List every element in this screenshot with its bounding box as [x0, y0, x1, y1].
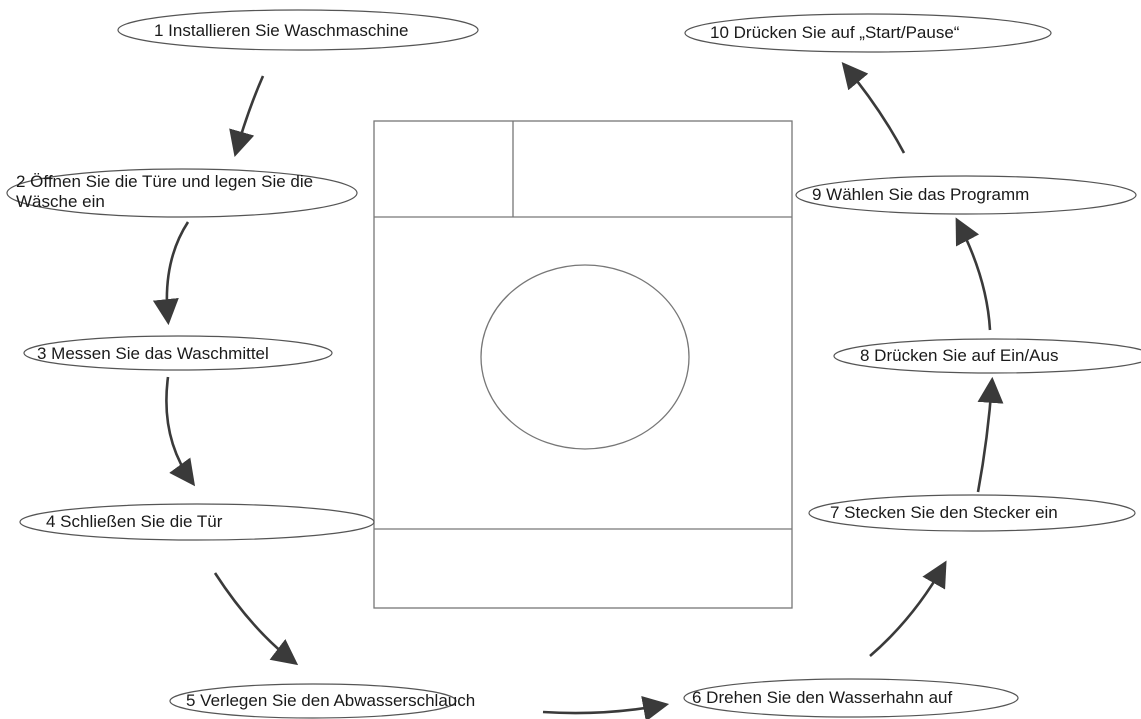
- step-4-bubble: [19, 503, 375, 541]
- machine-door: [480, 264, 690, 450]
- step-6-label: 6 Drehen Sie den Wasserhahn auf: [692, 688, 953, 707]
- arrow-7-to-8: [976, 376, 1004, 493]
- step-5-bubble: [169, 683, 457, 719]
- step-bubbles: [6, 9, 1141, 719]
- step-1-label: 1 Installieren Sie Waschmaschine: [154, 21, 409, 40]
- step-3-bubble: [23, 335, 333, 371]
- arrow-5-to-6: [542, 695, 670, 719]
- arrow-4-to-5: [213, 572, 299, 666]
- step-1-bubble: [117, 9, 479, 51]
- step-3-label: 3 Messen Sie das Waschmittel: [37, 344, 269, 363]
- washing-machine-icon: [373, 120, 793, 609]
- step-6-bubble: [683, 678, 1019, 718]
- step-4-label: 4 Schließen Sie die Tür: [46, 512, 223, 531]
- arrow-8-to-9: [955, 217, 992, 331]
- step-8-bubble: [833, 338, 1141, 374]
- step-2-label: 2 Öffnen Sie die Türe und legen Sie die …: [16, 172, 314, 211]
- arrow-2-to-3: [152, 221, 190, 326]
- step-9-label: 9 Wählen Sie das Programm: [812, 185, 1030, 204]
- arrow-1-to-2: [229, 75, 265, 157]
- step-7-bubble: [808, 494, 1136, 532]
- arrow-9-to-10: [841, 62, 906, 154]
- step-8-label: 8 Drücken Sie auf Ein/Aus: [860, 346, 1059, 365]
- arrow-3-to-4: [165, 376, 196, 487]
- machine-body: [373, 120, 793, 609]
- step-2-bubble: [6, 168, 358, 218]
- step-5-label: 5 Verlegen Sie den Abwasserschlauch: [186, 691, 476, 710]
- step-10-label: 10 Drücken Sie auf „Start/Pause“: [710, 23, 960, 42]
- step-10-bubble: [684, 13, 1052, 53]
- flow-arrows: [152, 62, 1004, 719]
- step-9-bubble: [795, 175, 1137, 215]
- step-7-label: 7 Stecken Sie den Stecker ein: [830, 503, 1058, 522]
- arrow-6-to-7: [869, 560, 947, 657]
